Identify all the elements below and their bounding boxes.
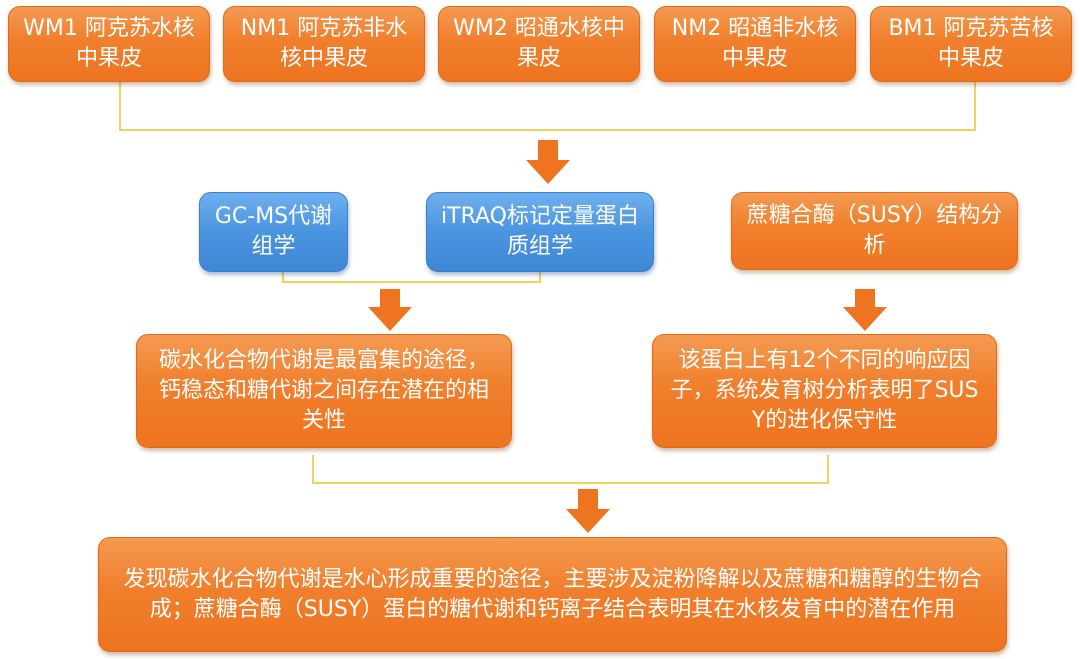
method-label: 蔗糖合酶（SUSY）结构分析 [746, 203, 1003, 258]
sample-label: WM2 昭通水核中果皮 [453, 16, 625, 71]
arrow-down-icon [843, 289, 887, 331]
finding-box-metabolism: 碳水化合物代谢是最富集的途径，钙稳态和糖代谢之间存在潜在的相关性 [136, 334, 512, 448]
arrow-down-icon [368, 289, 412, 331]
finding-text: 该蛋白上有12个不同的响应因子，系统发育树分析表明了SUSY的进化保守性 [670, 348, 979, 433]
method-label: iTRAQ标记定量蛋白质组学 [441, 204, 639, 259]
samples-bracket [119, 82, 976, 131]
method-box-gcms: GC-MS代谢组学 [199, 192, 348, 272]
method-label: GC-MS代谢组学 [214, 204, 333, 259]
sample-label: BM1 阿克苏苦核中果皮 [888, 16, 1054, 71]
sample-box-nm1: NM1 阿克苏非水核中果皮 [223, 6, 425, 82]
sample-label: NM2 昭通非水核中果皮 [671, 16, 839, 71]
conclusion-text: 发现碳水化合物代谢是水心形成重要的途径，主要涉及淀粉降解以及蔗糖和糖醇的生物合成… [123, 566, 982, 622]
arrow-down-icon [526, 140, 570, 184]
sample-box-nm2: NM2 昭通非水核中果皮 [654, 6, 856, 82]
finding-text: 碳水化合物代谢是最富集的途径，钙稳态和糖代谢之间存在潜在的相关性 [158, 348, 489, 433]
sample-box-wm1: WM1 阿克苏水核中果皮 [8, 6, 210, 82]
sample-label: WM1 阿克苏水核中果皮 [23, 16, 195, 71]
arrow-down-icon [566, 489, 610, 533]
sample-box-bm1: BM1 阿克苏苦核中果皮 [870, 6, 1072, 82]
sample-box-wm2: WM2 昭通水核中果皮 [438, 6, 640, 82]
findings-bracket [312, 455, 829, 484]
conclusion-box: 发现碳水化合物代谢是水心形成重要的途径，主要涉及淀粉降解以及蔗糖和糖醇的生物合成… [98, 537, 1007, 652]
methods-bracket [282, 272, 541, 283]
finding-box-susy: 该蛋白上有12个不同的响应因子，系统发育树分析表明了SUSY的进化保守性 [652, 334, 997, 448]
method-box-susy: 蔗糖合酶（SUSY）结构分析 [731, 192, 1018, 270]
method-box-itraq: iTRAQ标记定量蛋白质组学 [426, 192, 654, 272]
sample-label: NM1 阿克苏非水核中果皮 [240, 16, 408, 71]
